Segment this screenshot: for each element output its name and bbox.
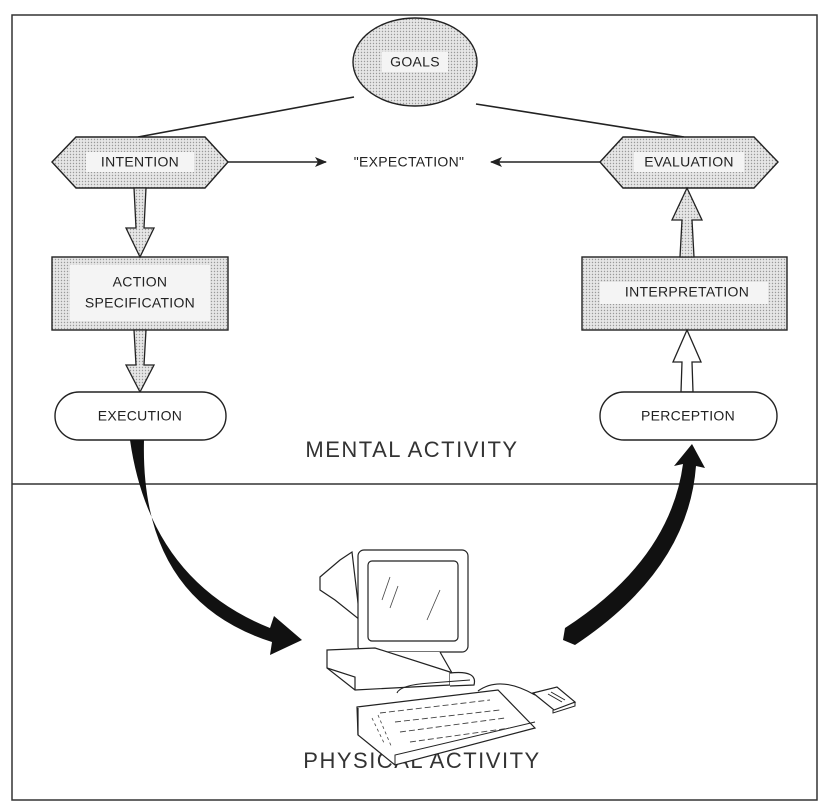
execution-node: EXECUTION xyxy=(54,391,227,441)
action-to-execution-arrow xyxy=(124,329,156,394)
goals-to-evaluation-line xyxy=(475,103,685,138)
computer-to-perception-arrow xyxy=(563,444,705,645)
intention-node: INTENTION xyxy=(51,136,229,189)
interpretation-label: INTERPRETATION xyxy=(625,284,749,300)
mental-activity-label: MENTAL ACTIVITY xyxy=(305,437,518,462)
action-specification-label-line1: ACTION xyxy=(113,274,168,290)
interpretation-to-evaluation-arrow xyxy=(670,186,704,258)
perception-to-interpretation-arrow xyxy=(672,328,702,393)
intention-label: INTENTION xyxy=(101,154,179,170)
computer-icon xyxy=(319,549,577,766)
intention-to-action-arrow xyxy=(124,187,156,259)
goals-label: GOALS xyxy=(390,54,440,70)
perception-label: PERCEPTION xyxy=(641,408,735,424)
goals-to-intention-line xyxy=(137,96,355,138)
diagram-frame xyxy=(11,14,818,801)
goals-node: GOALS xyxy=(352,17,478,107)
execution-label: EXECUTION xyxy=(98,408,182,424)
execution-to-computer-arrow xyxy=(130,440,302,655)
evaluation-node: EVALUATION xyxy=(599,136,779,189)
expectation-label: "EXPECTATION" xyxy=(354,154,465,170)
evaluation-label: EVALUATION xyxy=(644,154,734,170)
perception-node: PERCEPTION xyxy=(599,391,778,441)
action-specification-label-line2: SPECIFICATION xyxy=(85,295,195,311)
interpretation-node: INTERPRETATION xyxy=(581,256,788,331)
action-specification-node: ACTION SPECIFICATION xyxy=(51,256,229,331)
